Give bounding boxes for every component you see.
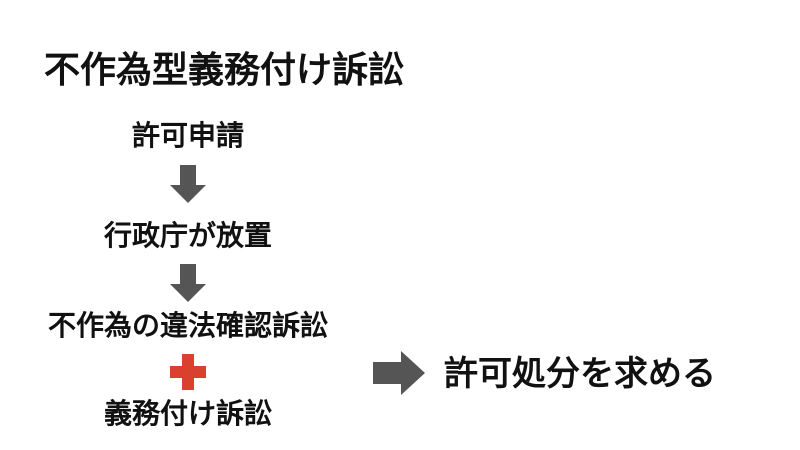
down-arrow-icon	[170, 264, 206, 302]
right-arrow-icon	[373, 351, 425, 395]
step-mandamus-suit: 義務付け訴訟	[103, 397, 273, 430]
step-permit-application: 許可申請	[131, 119, 245, 152]
plus-icon	[170, 354, 206, 390]
page-title: 不作為型義務付け訴訟	[44, 50, 405, 91]
step-agency-inaction: 行政庁が放置	[103, 219, 273, 252]
down-arrow-icon	[170, 165, 206, 203]
result-text: 許可処分を求める	[444, 354, 716, 394]
step-omission-illegality-suit: 不作為の違法確認訴訟	[47, 309, 329, 342]
